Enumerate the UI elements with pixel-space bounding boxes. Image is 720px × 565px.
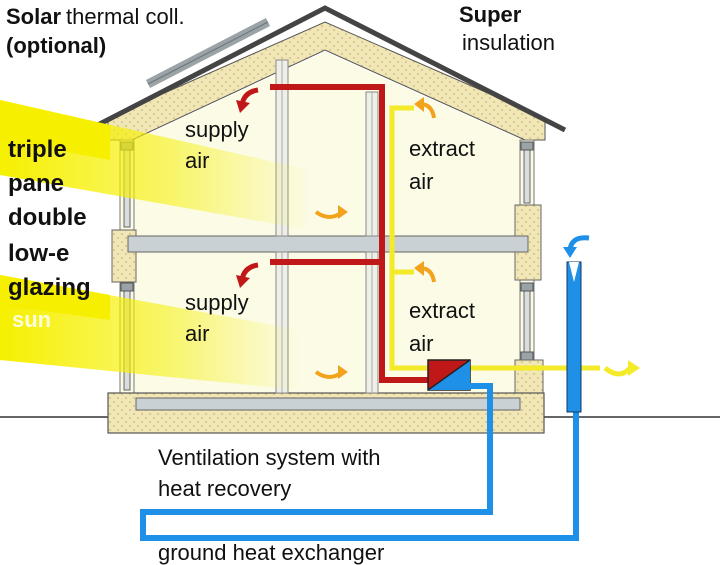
extract-air-lower-label-2: air: [409, 331, 433, 356]
extract-air-upper-label-2: air: [409, 169, 433, 194]
glazing-label-2: pane: [8, 170, 64, 197]
glazing-label-3: double: [8, 204, 87, 231]
house-interior: [135, 52, 522, 395]
ground-heat-exchanger-pipe: [140, 275, 579, 541]
solar-collector-optional-label: (optional): [6, 33, 106, 58]
exhaust-arrow-icon: [603, 365, 632, 377]
supply-air-lower-label-2: air: [185, 321, 209, 346]
glazing-label-5: glazing: [8, 274, 91, 301]
air-intake-column: [566, 261, 582, 413]
floor-slab: [127, 235, 529, 253]
extract-air-upper-label-1: extract: [409, 136, 475, 161]
ventilation-system-label-1: Ventilation system with: [158, 445, 381, 470]
ground-heat-exchanger-label: ground heat exchanger: [158, 540, 384, 565]
super-insulation-label-2: insulation: [462, 30, 555, 55]
supply-air-upper-label-1: supply: [185, 117, 249, 142]
roof-outline: [86, 5, 567, 133]
extract-air-duct: [389, 105, 430, 371]
ventilation-system-label-2: heat recovery: [158, 476, 291, 501]
glazing-label-1: triple: [8, 136, 67, 163]
sun-faint-label: sun: [12, 307, 51, 332]
supply-air-upper-label-2: air: [185, 148, 209, 173]
extract-air-lower-label-1: extract: [409, 298, 475, 323]
super-insulation-label: Super: [459, 2, 522, 27]
glazing-label-4: low-e: [8, 240, 69, 267]
supply-air-lower-label-1: supply: [185, 290, 249, 315]
supply-air-duct: [270, 84, 430, 383]
